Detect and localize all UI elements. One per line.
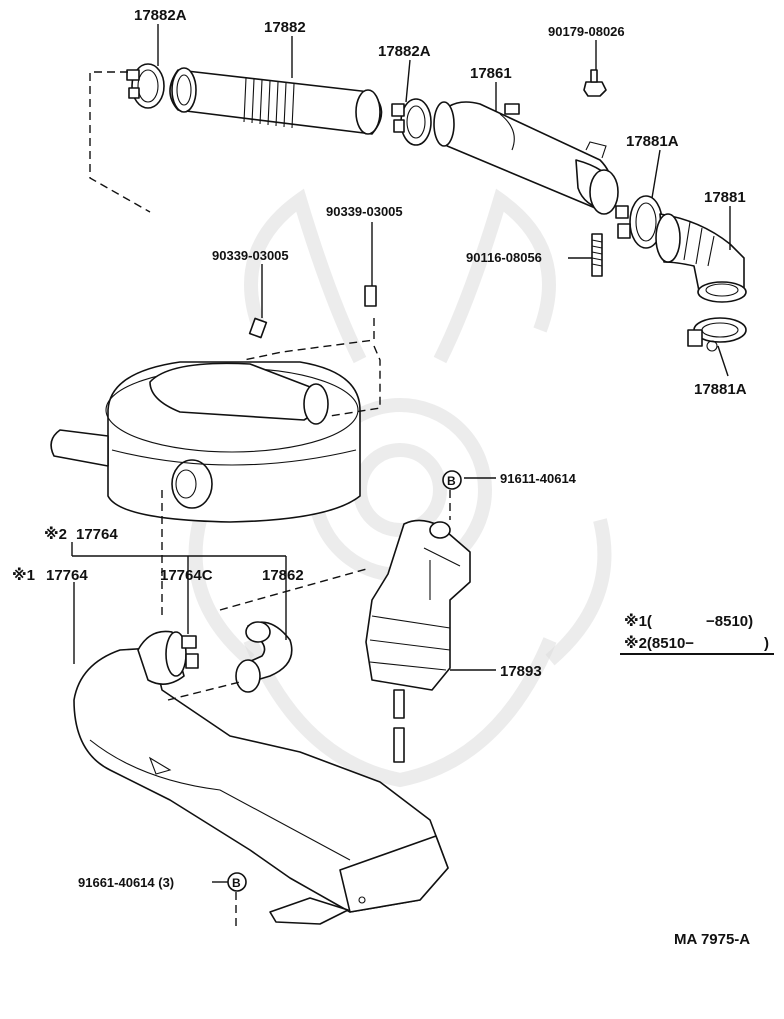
- hose-clamp-17882a-left: [126, 63, 165, 109]
- label-17893: 17893: [500, 663, 542, 680]
- bolt-marker-2-letter: B: [232, 876, 241, 890]
- air-hose-17882: [169, 67, 383, 135]
- applicability-legend: ※1( −8510) ※2(8510− ): [624, 612, 769, 652]
- ref-mark-2: ※2: [44, 525, 67, 543]
- label-90339-03005-left: 90339-03005: [212, 248, 289, 263]
- bolt-marker-1: B: [442, 470, 462, 490]
- air-duct-17861: [433, 101, 619, 215]
- legend-row2-close: ): [764, 635, 769, 652]
- label-17764-type1: 17764: [46, 567, 88, 584]
- elbow-hose-17862: [235, 621, 293, 693]
- legend-row1-range: −8510): [706, 613, 753, 630]
- dashed-assembly-lines: [89, 71, 451, 926]
- label-91661-40614: 91661-40614 (3): [78, 875, 174, 890]
- bolt-90179: [583, 69, 607, 97]
- label-17861: 17861: [470, 65, 512, 82]
- stud-90116: [591, 233, 603, 277]
- grommet-90339-right: [364, 285, 377, 307]
- hose-clamp-17881a-bottom: [687, 317, 747, 352]
- label-17881: 17881: [704, 189, 746, 206]
- diagram-code: MA 7975-A: [674, 931, 750, 948]
- label-17764-type2: 17764: [76, 526, 118, 543]
- label-91611-40614: 91611-40614: [500, 471, 577, 486]
- intake-duct-17764: [73, 647, 449, 925]
- label-90116-08056: 90116-08056: [466, 250, 542, 265]
- legend-row2-mark: ※2(8510−: [624, 634, 694, 652]
- grommet-90339-left: [248, 317, 268, 339]
- label-90339-03005-right: 90339-03005: [326, 204, 403, 219]
- label-17881a-top: 17881A: [626, 133, 679, 150]
- label-17882: 17882: [264, 19, 306, 36]
- leader-lines: [71, 24, 774, 883]
- label-17882a-left: 17882A: [134, 7, 187, 24]
- bolt-marker-2: B: [227, 872, 247, 892]
- connector-17764c: [137, 630, 199, 685]
- bolt-marker-1-letter: B: [447, 474, 456, 488]
- label-17862: 17862: [262, 567, 304, 584]
- air-cleaner-assembly: [50, 361, 361, 523]
- label-17881a-bottom: 17881A: [694, 381, 747, 398]
- part-number-labels: 17882A 17882 17882A 17861 90179-08026 17…: [12, 7, 747, 890]
- label-90179-08026: 90179-08026: [548, 24, 625, 39]
- label-17882a-right: 17882A: [378, 43, 431, 60]
- hose-clamp-17882a-right: [391, 98, 432, 146]
- legend-row1-mark: ※1(: [624, 612, 652, 630]
- ref-mark-1: ※1: [12, 566, 35, 584]
- hose-clamp-17881a-top: [615, 195, 663, 249]
- resonator-17893: [365, 519, 471, 763]
- air-hose-17881: [655, 213, 747, 303]
- label-17764c: 17764C: [160, 567, 213, 584]
